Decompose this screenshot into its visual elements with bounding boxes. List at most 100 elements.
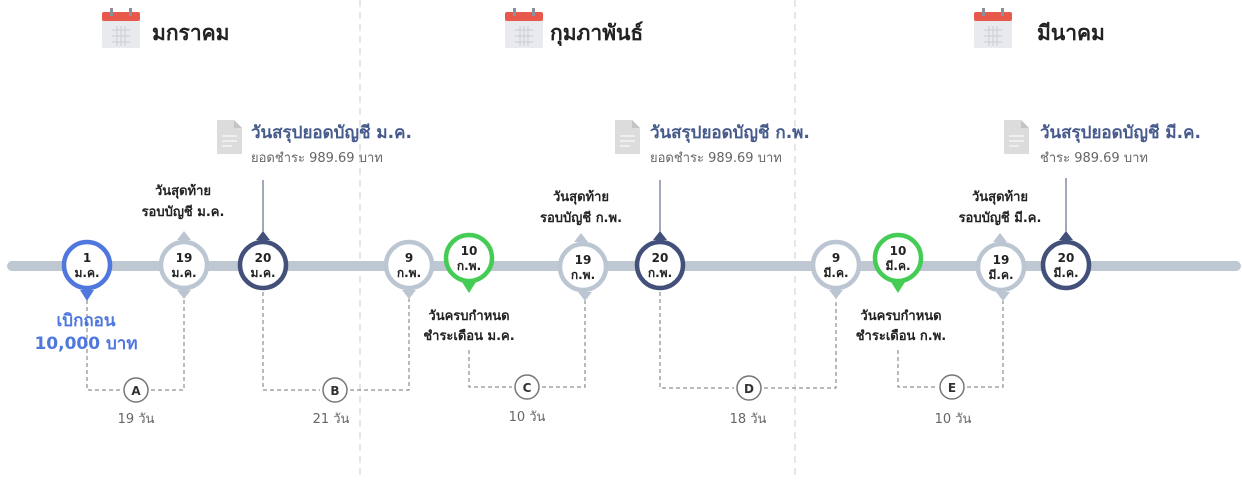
node-ring [810,239,862,291]
cycle-end-label-february: วันสุดท้าย รอบบัญชี ก.พ. [540,189,622,226]
statement-callout-march: วันสรุปยอดบัญชี มี.ค. ชำระ 989.69 บาท [1004,120,1201,236]
due-label-line: วันครบกำหนด [428,308,509,324]
due-label-february: วันครบกำหนด ชำระเดือน ก.พ. [856,308,947,344]
node-day: 20 [255,251,272,265]
cycle-end-label-line: รอบบัญชี มี.ค. [959,210,1042,226]
interval-bracket-d [659,290,837,389]
node-ring [158,239,210,291]
node-pointer [1059,231,1073,240]
calendar-icon [974,8,1012,48]
node-month: ก.พ. [571,268,595,282]
node-day: 19 [176,251,193,265]
node-ring [872,232,924,284]
withdraw-label-line: เบิกถอน [56,311,115,331]
node-month: ก.พ. [648,266,672,280]
calendar-icon [102,8,140,48]
timeline-node: 9 มี.ค. [810,239,862,299]
interval-badge [123,377,149,403]
calendar-icon [505,8,543,48]
timeline-node: 20 มี.ค. [1040,231,1092,291]
withdraw-label: เบิกถอน 10,000 บาท [34,311,137,354]
withdraw-label-line: 10,000 บาท [34,334,137,354]
node-pointer [256,231,270,240]
cycle-end-label-line: รอบบัญชี ก.พ. [540,210,622,226]
interval-days: 10 วัน [509,410,546,425]
node-ring [61,239,113,291]
timeline-node: 20 ก.พ. [634,231,686,291]
node-pointer [653,231,667,240]
node-pointer [993,233,1007,242]
interval-c: C 10 วัน [509,374,546,425]
node-day: 19 [993,253,1010,267]
statement-title: วันสรุปยอดบัญชี ม.ค. [251,122,412,143]
interval-bracket-c [468,292,586,388]
cycle-end-label-line: วันสุดท้าย [553,189,609,205]
node-pointer [891,282,905,293]
interval-days: 19 วัน [118,412,155,427]
interval-brackets [86,290,1004,391]
node-pointer [177,231,191,240]
node-day: 9 [405,251,413,265]
month-label: กุมภาพันธ์ [550,21,643,47]
node-month: มี.ค. [823,266,848,280]
node-ring [383,239,435,291]
node-pointer [177,290,191,299]
cycle-end-label-january: วันสุดท้าย รอบบัญชี ม.ค. [142,183,225,220]
month-header-february: กุมภาพันธ์ [505,8,643,48]
node-ring [634,239,686,291]
due-label-line: ชำระเดือน ม.ค. [423,328,514,344]
interval-days: 10 วัน [935,412,972,427]
statement-amount: ชำระ 989.69 บาท [1040,151,1148,166]
node-day: 10 [461,244,478,258]
interval-b: B 21 วัน [313,377,350,427]
timeline-node: 19 ม.ค. [158,231,210,299]
node-pointer [829,290,843,299]
node-month: มี.ค. [885,259,910,273]
statement-amount: ยอดชำระ 989.69 บาท [251,151,383,166]
month-header-march: มีนาคม [974,8,1105,48]
interval-bracket-a [86,290,185,391]
interval-bracket-e [897,292,1004,388]
interval-letter: E [948,381,956,395]
interval-badge [736,375,762,401]
node-day: 9 [832,251,840,265]
timeline-node: 10 มี.ค. [872,232,924,293]
statement-callout-january: วันสรุปยอดบัญชี ม.ค. ยอดชำระ 989.69 บาท [217,120,412,236]
node-pointer [578,292,592,301]
node-day: 20 [652,251,669,265]
interval-letter: C [523,381,532,395]
node-month: มี.ค. [988,268,1013,282]
interval-bracket-b [262,290,410,391]
cycle-end-label-line: วันสุดท้าย [155,183,211,199]
month-label: มีนาคม [1037,21,1105,45]
node-ring [975,241,1027,293]
interval-e: E 10 วัน [935,374,972,427]
node-pointer [402,290,416,299]
document-icon [615,120,640,154]
due-label-line: ชำระเดือน ก.พ. [856,328,947,344]
node-ring [237,239,289,291]
node-ring [557,241,609,293]
node-day: 1 [83,251,91,265]
interval-letter: B [330,384,339,398]
interval-a: A 19 วัน [118,377,155,427]
timeline-node: 9 ก.พ. [383,239,435,299]
node-pointer [80,290,94,301]
node-ring [443,232,495,284]
node-month: ม.ค. [74,266,99,280]
statement-amount: ยอดชำระ 989.69 บาท [650,151,782,166]
due-label-line: วันครบกำหนด [860,308,941,324]
node-pointer [574,233,588,242]
interval-letter: D [744,382,754,396]
node-month: ม.ค. [250,266,275,280]
timeline-node: 1 ม.ค. [61,239,113,301]
interval-badge [322,377,348,403]
interval-days: 21 วัน [313,412,350,427]
interval-badge [514,374,540,400]
node-day: 19 [575,253,592,267]
cycle-end-label-line: วันสุดท้าย [972,189,1028,205]
interval-days: 18 วัน [730,412,767,427]
interval-d: D 18 วัน [730,375,767,427]
node-month: มี.ค. [1053,266,1078,280]
